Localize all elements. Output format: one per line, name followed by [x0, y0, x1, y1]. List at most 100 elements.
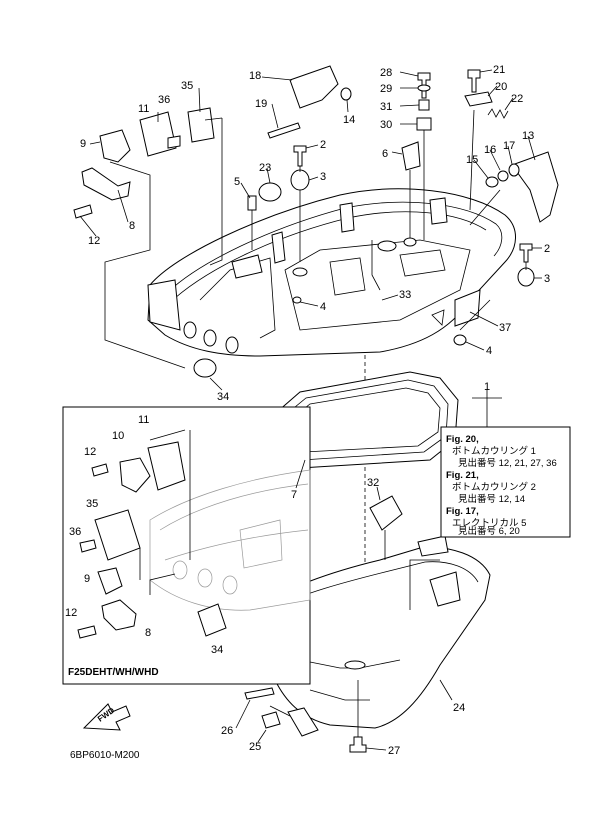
- callout-4: 4: [320, 301, 326, 313]
- variant-inset-panel: [62, 406, 311, 685]
- part-15-washer: [485, 176, 499, 188]
- inset-part-10: [119, 457, 151, 493]
- callout-8: 8: [129, 220, 135, 232]
- callout-20: 20: [495, 81, 507, 93]
- callout-8-inset: 8: [145, 627, 151, 639]
- note-line-3: 見出番号 12, 21, 27, 36: [458, 457, 557, 469]
- note-line-1: Fig. 20,: [446, 434, 479, 445]
- callout-14: 14: [343, 114, 355, 126]
- callout-27: 27: [388, 745, 400, 757]
- callout-5: 5: [234, 176, 240, 188]
- inset-part-9: [97, 567, 123, 595]
- small-parts-lower: [244, 495, 403, 753]
- part-26-bolt: [244, 687, 275, 700]
- part-6-lever: [401, 141, 421, 171]
- part-21-bolt: [467, 69, 481, 93]
- callout-6: 6: [382, 148, 388, 160]
- callout-30: 30: [380, 119, 392, 131]
- part-2-bolt-right: [519, 243, 533, 263]
- part-25-clip: [261, 711, 281, 729]
- part-32-grommet: [369, 495, 403, 531]
- part-4-collar-right: [453, 334, 467, 346]
- part-34-grommet-upper: [193, 358, 217, 378]
- part-24-bottom-cowling-lower: [264, 535, 491, 729]
- callout-16: 16: [484, 144, 496, 156]
- inset-part-11: [147, 441, 186, 491]
- callout-1: 1: [484, 381, 490, 393]
- part-11-plate: [139, 111, 177, 157]
- note-line-2: ボトムカウリング 1: [452, 445, 536, 457]
- callout-11-inset: 11: [138, 414, 149, 426]
- inset-model-label: F25DEHT/WH/WHD: [68, 667, 159, 678]
- callout-35: 35: [181, 80, 193, 92]
- inset-part-12: [91, 463, 109, 477]
- part-5-screw: [247, 195, 257, 211]
- part-30-grommet: [416, 117, 432, 131]
- callout-13: 13: [522, 130, 534, 142]
- callout-12-inset-lower: 12: [65, 607, 77, 619]
- callout-4-right: 4: [486, 345, 492, 357]
- inset-part-34: [197, 603, 227, 637]
- callout-2: 2: [320, 139, 326, 151]
- inset-part-8: [101, 599, 137, 631]
- inset-part-12b: [77, 625, 97, 639]
- callout-2-right: 2: [544, 243, 550, 255]
- part-3-grommet-right: [517, 267, 535, 287]
- part-36-screw: [167, 135, 181, 149]
- figure-reference-note: Fig. 20, ボトムカウリング 1 見出番号 12, 21, 27, 36 …: [440, 390, 571, 538]
- callout-9: 9: [80, 138, 86, 150]
- part-16-washer: [497, 170, 509, 182]
- part-27-bolt: [349, 736, 367, 753]
- callout-36-inset: 36: [69, 526, 81, 538]
- part-2-bolt: [293, 145, 307, 167]
- callout-3-right: 3: [544, 273, 550, 285]
- note-line-6: 見出番号 12, 14: [458, 493, 525, 505]
- callout-17: 17: [503, 140, 515, 152]
- callout-22: 22: [511, 93, 523, 105]
- part-8-clip: [81, 167, 131, 201]
- part-9-plug: [99, 129, 131, 163]
- callout-15: 15: [466, 154, 478, 166]
- callout-37: 37: [499, 322, 511, 334]
- callout-26: 26: [221, 725, 233, 737]
- callout-29: 29: [380, 83, 392, 95]
- part-35-plate: [187, 107, 215, 143]
- part-22-spring: [487, 108, 509, 119]
- inset-part-36: [79, 539, 97, 553]
- part-3-grommet: [290, 169, 310, 191]
- leader-lines-lower: [269, 530, 440, 737]
- callout-34: 34: [217, 391, 229, 403]
- callout-24: 24: [453, 702, 465, 714]
- callout-7: 7: [291, 489, 297, 501]
- bottom-cowling-upper-assembly: [147, 188, 516, 357]
- part-13-handle: [511, 151, 559, 223]
- callout-18: 18: [249, 70, 261, 82]
- callout-3: 3: [320, 171, 326, 183]
- forward-arrow: FWD: [82, 703, 131, 731]
- callout-34-inset: 34: [211, 644, 223, 656]
- part-31-spacer: [418, 99, 430, 111]
- note-line-5: ボトムカウリング 2: [452, 481, 536, 493]
- note-line-8: エレクトリカル 5: [452, 518, 526, 529]
- callout-11: 11: [138, 103, 149, 115]
- callout-23: 23: [259, 162, 271, 174]
- part-12-screw: [73, 204, 93, 219]
- part-20-clamp: [464, 91, 493, 107]
- callout-19: 19: [255, 98, 267, 110]
- note-line-7: Fig. 17,: [446, 506, 479, 517]
- callout-28: 28: [380, 67, 392, 79]
- callout-12-inset: 12: [84, 446, 96, 458]
- part-17-spring: [508, 163, 520, 177]
- drawing-code: 6BP6010-M200: [70, 750, 140, 761]
- callout-9-inset: 9: [84, 573, 90, 585]
- callout-numbers: 18 35 11 36 19 14 28 29 31 30 21 20 22 9…: [65, 64, 550, 757]
- part-18-bracket: [289, 65, 339, 109]
- part-19-bolt: [267, 122, 301, 139]
- callout-35-inset: 35: [86, 498, 98, 510]
- callout-31: 31: [380, 101, 392, 113]
- callout-10-inset: 10: [112, 430, 124, 442]
- callout-leaders: [79, 69, 542, 751]
- part-23-grommet: [258, 182, 282, 202]
- part-14-nut: [340, 87, 352, 101]
- part-25-clip-body: [287, 707, 319, 737]
